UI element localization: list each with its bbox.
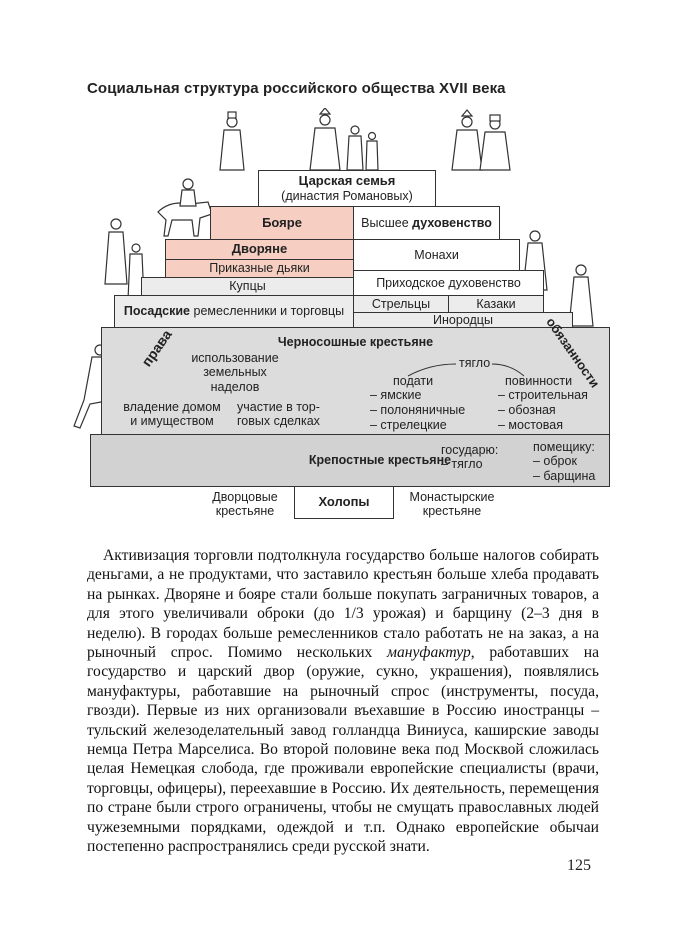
- diagram-title: Социальная структура российского обществ…: [87, 80, 506, 97]
- rights-land-use: использование земельных наделов: [191, 351, 279, 394]
- boyars-label: Бояре: [262, 214, 302, 230]
- povinnosti-item-2: – обозная: [498, 403, 556, 417]
- clerks-label: Приказные дьяки: [209, 261, 310, 276]
- serfs-landlord-duties: помещику: – оброк – барщина: [533, 440, 596, 483]
- cossacks-label: Казаки: [476, 296, 516, 311]
- horseman-illustration: [157, 178, 213, 237]
- podati-item-2: – полоняничные: [370, 403, 466, 417]
- townspeople-box: Посадские ремесленники и торговцы: [114, 295, 354, 328]
- povinnosti-item-3: – мостовая: [498, 418, 563, 432]
- streltsy-box: Стрельцы: [353, 295, 449, 313]
- nobles-box: Дворяне: [165, 239, 354, 260]
- kholopy-label: Холопы: [318, 494, 370, 510]
- royal-family-dynasty: (династия Романовых): [281, 188, 413, 203]
- tyaglo-label: тягло: [459, 356, 491, 370]
- higher-clergy-box: Высшее духовенство: [353, 206, 500, 240]
- body-text-emphasis: мануфактур: [387, 644, 471, 662]
- serfs-state-duties: государю: – тягло: [441, 443, 499, 472]
- parish-clergy-label: Приходское духовенство: [376, 276, 521, 291]
- podati-title: подати: [393, 374, 434, 388]
- black-peasants-label: Черносошные крестьяне: [277, 335, 434, 349]
- kholopy-box: Холопы: [294, 486, 394, 519]
- higher-clergy-label: духовенство: [412, 215, 492, 230]
- podati-item-3: – стрелецкие: [370, 418, 447, 432]
- foreigners-box: Инородцы: [353, 312, 573, 328]
- rights-trade: участие в тор- говых сделках: [237, 400, 320, 429]
- body-text-part1: Активизация торговли подтолкнула государ…: [87, 547, 599, 662]
- povinnosti-item-1: – строительная: [498, 388, 588, 402]
- tsar-family-figures-illustration: [219, 108, 511, 171]
- foreigners-label: Инородцы: [433, 312, 493, 327]
- higher-clergy-prefix: Высшее: [361, 215, 413, 230]
- black-peasants-box: Черносошные крестьяне: [101, 327, 610, 435]
- monastery-peasants: Монастырские крестьяне: [409, 490, 495, 519]
- merchants-label: Купцы: [229, 279, 266, 294]
- podati-item-1: – ямские: [370, 388, 422, 402]
- royal-family-label: Царская семья: [298, 172, 396, 188]
- boyars-box: Бояре: [210, 206, 354, 240]
- tyaglo-arrows: [407, 363, 525, 377]
- body-text-part2: , работавших на государство и царский дв…: [87, 644, 599, 856]
- serfs-label: Крепостные крестьяне: [308, 453, 452, 468]
- royal-family-box: Царская семья (династия Романовых): [258, 170, 436, 207]
- serfs-box: Крепостные крестьяне: [90, 434, 610, 487]
- nobles-label: Дворяне: [231, 241, 288, 257]
- povinnosti-title: повинности: [505, 374, 573, 388]
- palace-peasants: Дворцовые крестьяне: [212, 490, 278, 519]
- clerks-box: Приказные дьяки: [165, 259, 354, 278]
- body-paragraph: Активизация торговли подтолкнула государ…: [87, 546, 599, 857]
- monks-box: Монахи: [353, 239, 520, 271]
- monks-label: Монахи: [414, 247, 459, 262]
- page-number: 125: [567, 857, 591, 874]
- merchants-box: Купцы: [141, 277, 354, 296]
- parish-clergy-box: Приходское духовенство: [353, 270, 544, 297]
- rights-house: владение домом и имуществом: [123, 400, 221, 429]
- streltsy-label: Стрельцы: [371, 296, 431, 311]
- townspeople-bold-label: Посадские: [123, 304, 191, 319]
- cossacks-box: Казаки: [448, 295, 544, 313]
- left-figures-illustration: [104, 218, 145, 301]
- townspeople-rest-label: ремесленники и торговцы: [190, 304, 345, 319]
